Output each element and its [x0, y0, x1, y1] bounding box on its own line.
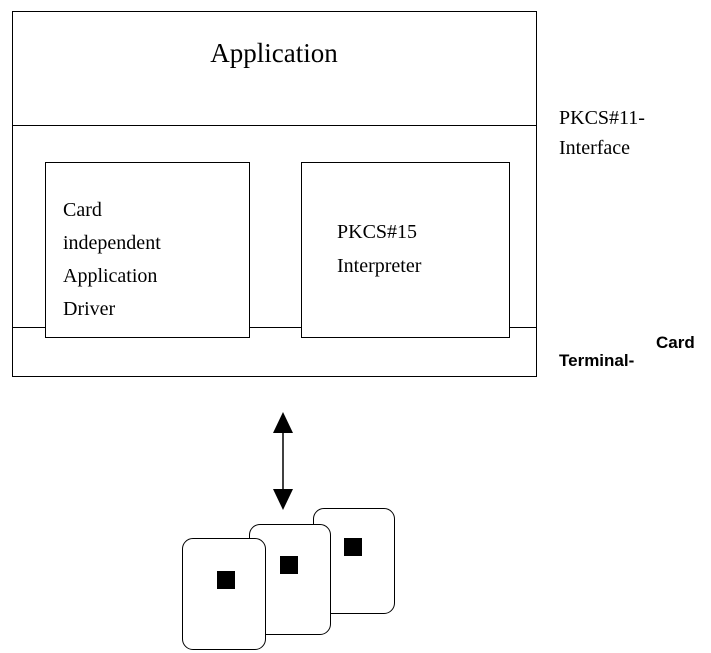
card-chip-icon [344, 538, 362, 556]
card-chip-icon [217, 571, 235, 589]
card-chip-icon [280, 556, 298, 574]
card-terminal-label-line-2: Terminal- [559, 351, 635, 370]
interpreter-label-line-2: Interpreter [337, 255, 422, 277]
arrowhead-down [273, 489, 293, 510]
application-layer-label: Application [210, 38, 338, 68]
card-independent-driver-box [45, 162, 250, 338]
pkcs11-interface-label-line-2: Interface [559, 137, 631, 159]
smart-card-front [182, 538, 266, 650]
card-terminal-label-line-1: Card [656, 333, 695, 352]
arrowhead-up [273, 412, 293, 433]
pkcs11-interface-label-line-1: PKCS#11- [559, 107, 645, 129]
driver-label-line-2: independent [63, 232, 161, 254]
pkcs15-interpreter-box [301, 162, 510, 338]
driver-label-line-1: Card [63, 199, 102, 221]
pkcs11-interface-divider [12, 125, 537, 126]
driver-label-line-3: Application [63, 265, 158, 287]
interpreter-label-line-1: PKCS#15 [337, 221, 418, 243]
bidirectional-arrow [273, 412, 293, 510]
card-terminal-divider [12, 327, 537, 328]
driver-label-line-4: Driver [63, 298, 116, 320]
